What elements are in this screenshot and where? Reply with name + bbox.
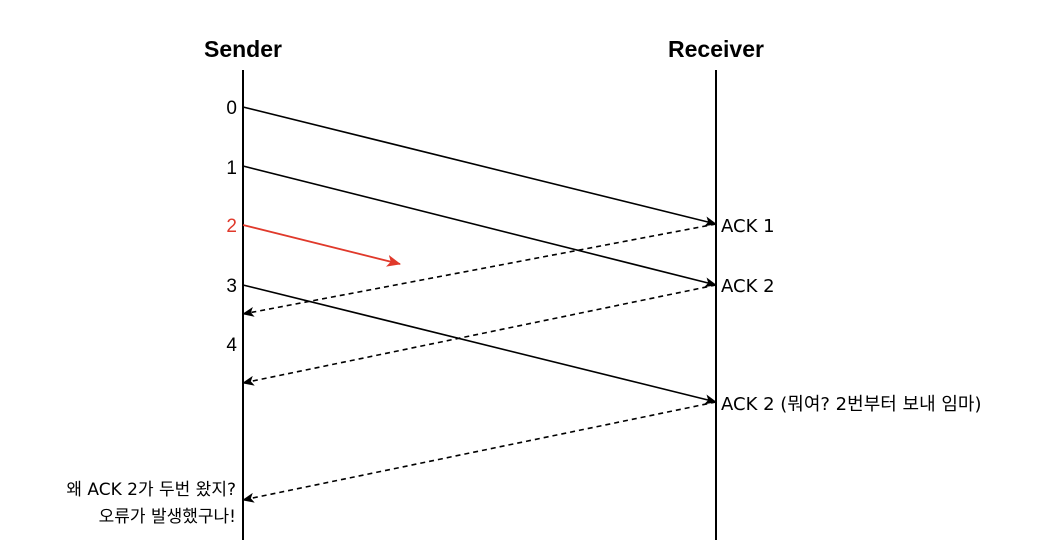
packet-2-lost-arrow <box>242 224 401 267</box>
sender-header: Sender <box>204 36 282 62</box>
seq-label-4: 4 <box>226 335 237 356</box>
ack-label-2-duplicate: ACK 2 (뭐여? 2번부터 보내 임마) <box>721 394 982 415</box>
packet-3-arrow <box>242 284 717 405</box>
receiver-header: Receiver <box>668 36 764 62</box>
ack-label-1: ACK 1 <box>721 216 775 237</box>
ack-label-2: ACK 2 <box>721 276 775 297</box>
ack-2-duplicate-arrow <box>242 401 717 503</box>
seq-label-0: 0 <box>226 98 237 119</box>
packet-1-arrow <box>242 165 717 288</box>
seq-label-1: 1 <box>226 158 237 179</box>
sender-note-line-2: 오류가 발생했구나! <box>99 507 236 527</box>
seq-label-3: 3 <box>226 276 237 297</box>
seq-label-2: 2 <box>226 216 237 237</box>
sender-note-line-1: 왜 ACK 2가 두번 왔지? <box>66 480 236 500</box>
packet-0-arrow <box>242 106 717 227</box>
